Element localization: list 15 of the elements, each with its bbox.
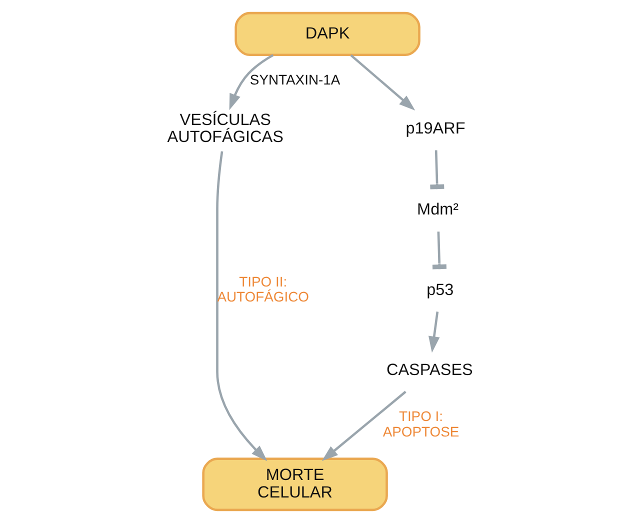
edge-label: SYNTAXIN-1A (249, 72, 340, 88)
node-text: CASPASES (386, 360, 472, 379)
arrow (228, 54, 274, 110)
arrow (350, 54, 415, 110)
node-text: p19ARF (405, 119, 465, 138)
arrow (216, 151, 267, 462)
node-text: Mdm² (416, 200, 458, 219)
arrow (428, 312, 440, 353)
node-text: VESÍCULAS AUTOFÁGICAS (166, 110, 283, 146)
edge-label: TIPO I: APOPTOSE (382, 408, 459, 440)
arrow (321, 390, 406, 462)
node-text: p53 (426, 280, 454, 299)
node-box: MORTE CELULAR (202, 458, 388, 512)
node-box: DAPK (234, 12, 420, 56)
edge-label: TIPO II: AUTOFÁGICO (216, 274, 309, 305)
